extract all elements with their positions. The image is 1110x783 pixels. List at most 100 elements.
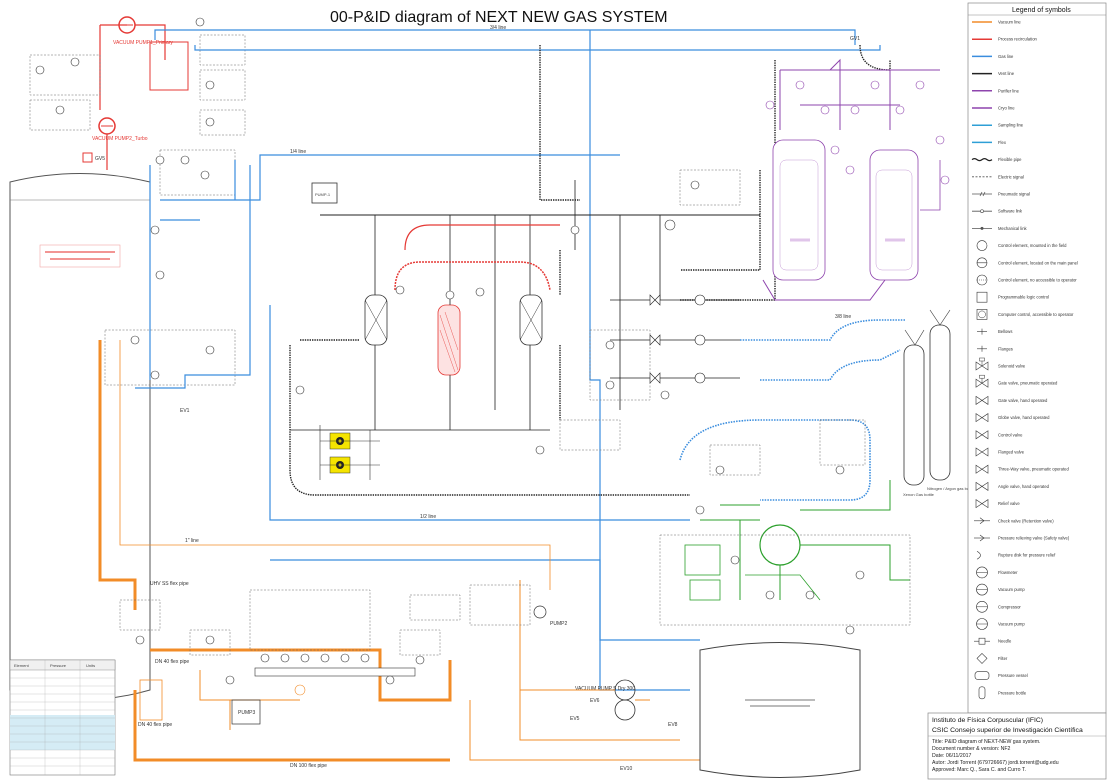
ev8-label: EV8 (668, 722, 678, 728)
legend-item: Rupture disk for pressure relief (976, 550, 1056, 560)
title-block: Instituto de Física Corpuscular (IFIC) C… (927, 712, 1107, 780)
legend-symbol (974, 517, 990, 525)
legend-symbol (977, 328, 987, 335)
legend-item: Mechanical link (972, 226, 1028, 231)
legend-label: Sampling line (998, 123, 1024, 128)
council-name: CSIC Consejo superior de Investigación C… (932, 727, 1083, 734)
legend-item: Vacuum pump (976, 583, 1025, 596)
legend-label: Process recirculation (998, 37, 1038, 42)
flex-lines-blue (679, 319, 905, 501)
legend-symbol (971, 158, 993, 162)
legend-symbol (975, 447, 989, 457)
legend-label: Three-Way valve, pneumatic operated (998, 467, 1070, 472)
pump3-box (231, 699, 261, 725)
gv1-label: GV1 (850, 36, 860, 42)
legend-item: Flowmeter (976, 566, 1018, 579)
legend-label: Globe valve, hand operated (998, 415, 1050, 420)
institute-name: Instituto de Física Corpuscular (IFIC) (932, 717, 1043, 724)
svg-text:PUMP-1: PUMP-1 (315, 192, 331, 197)
legend-item: Filter (976, 652, 1008, 664)
table-header-element: Element (14, 663, 30, 668)
legend-item: Gate valve, pneumatic operated (975, 374, 1058, 388)
ev6-label: EV6 (590, 698, 600, 704)
legend-item: Software link (972, 209, 1023, 214)
legend-label: Electric signal (998, 174, 1024, 179)
red-controller-box (149, 41, 189, 91)
info-line-author: Autor: Jordi Torrent (679726667) jordi.t… (932, 760, 1059, 766)
legend-item: Pressure bottle (978, 686, 1027, 700)
info-line-docnum: Document number & version: NF2 (932, 746, 1011, 752)
legend-label: Flanged valve (998, 450, 1025, 455)
legend-heading: Legend of symbols (1012, 7, 1071, 14)
legend-label: Purifier line (998, 88, 1020, 93)
legend-item: Gas line (972, 54, 1014, 59)
legend-item: Process recirculation (972, 37, 1038, 42)
legend-label: Flexible pipe (998, 157, 1022, 162)
legend-label: Control element, no accessible to operat… (998, 278, 1077, 283)
legend-item: Flanged valve (975, 447, 1025, 457)
legend-symbol (976, 652, 988, 664)
nitrogen-label: Nitrogen / Argon gas bottle (927, 486, 975, 491)
info-line-title: Title: P&ID diagram of NEXT-NEW gas syst… (932, 739, 1040, 745)
legend-label: Pneumatic signal (998, 192, 1030, 197)
vacuum-lines-orange (98, 340, 700, 762)
legend-item: Vacuum pump (976, 618, 1025, 630)
pump3-label: PUMP3 (238, 710, 255, 716)
xenon-label: Xenon Gas bottle (903, 492, 935, 497)
legend-item: Three-Way valve, pneumatic operated (975, 464, 1070, 474)
legend-symbol (976, 566, 988, 579)
legend-symbol (977, 345, 987, 352)
main-pressure-vessel (9, 173, 151, 701)
legend-item: Check valve (Retention valve) (974, 517, 1054, 525)
line-label-4: 1" line (185, 538, 199, 544)
legend-item: Relief valve (975, 499, 1020, 509)
legend-symbol (976, 291, 988, 303)
line-label-2: 1/4 line (290, 149, 306, 155)
legend-symbol (976, 257, 988, 269)
table-header-units: Units (86, 663, 95, 668)
nitrogen-gas-bottle: Nitrogen / Argon gas bottle (927, 309, 975, 491)
legend-label: Vent line (998, 71, 1015, 76)
green-dashed-boxes (659, 419, 911, 626)
pressure-vessel-bottom (699, 642, 861, 778)
ev1-label: EV1 (180, 408, 190, 414)
legend-item: Cryo line (972, 106, 1015, 111)
legend-item: Flexible pipe (971, 157, 1022, 162)
vac-primary-label: VACUUM PUMP1_Primary (113, 40, 173, 46)
legend-item: Control element, mounted in the field (976, 240, 1067, 251)
legend-label: Programmable logic control (998, 295, 1049, 300)
legend-label: Check valve (Retention valve) (998, 518, 1054, 523)
ev10-label: EV10 (620, 766, 632, 772)
legend-label: Solenoid valve (998, 364, 1026, 369)
legend-symbol (978, 686, 986, 700)
legend-label: Relief valve (998, 501, 1020, 506)
legend-label: Mechanical link (998, 226, 1028, 231)
legend-symbol (972, 226, 992, 230)
vac-line-label-a: UHV SS flex pipe (150, 581, 189, 587)
manifold-valves (649, 294, 706, 384)
legend-label: Flex (998, 140, 1007, 145)
cryo-section (762, 58, 941, 301)
legend-symbol (976, 583, 988, 596)
legend-label: Computer control, accessible to operator (998, 312, 1074, 317)
legend-symbol (976, 618, 988, 630)
vac-line-label-b: DN 40 flex pipe (155, 659, 189, 665)
diagram-title: 00-P&ID diagram of NEXT NEW GAS SYSTEM (330, 9, 668, 26)
legend-item: Electric signal (972, 174, 1024, 179)
legend-item: Flex (972, 140, 1007, 145)
vac-line-label-d: DN 40 flex pipe (138, 722, 172, 728)
gv5-label: GV5 (95, 156, 105, 162)
legend-symbol (975, 481, 989, 491)
legend-symbol (975, 395, 989, 405)
legend-label: Gate valve, hand operated (998, 398, 1048, 403)
legend-symbol (975, 413, 989, 423)
vac-turbo-label: VACUUM PUMP2_Turbo (92, 136, 148, 142)
legend-symbol (975, 499, 989, 509)
legend-item: Sampling line (972, 123, 1024, 128)
legend-label: Filter (998, 656, 1008, 661)
legend-symbol (974, 534, 990, 542)
gas-lines-blue (135, 29, 881, 691)
legend-label: Compressor (998, 604, 1021, 609)
xenon-gas-bottle: Xenon Gas bottle (903, 329, 935, 497)
